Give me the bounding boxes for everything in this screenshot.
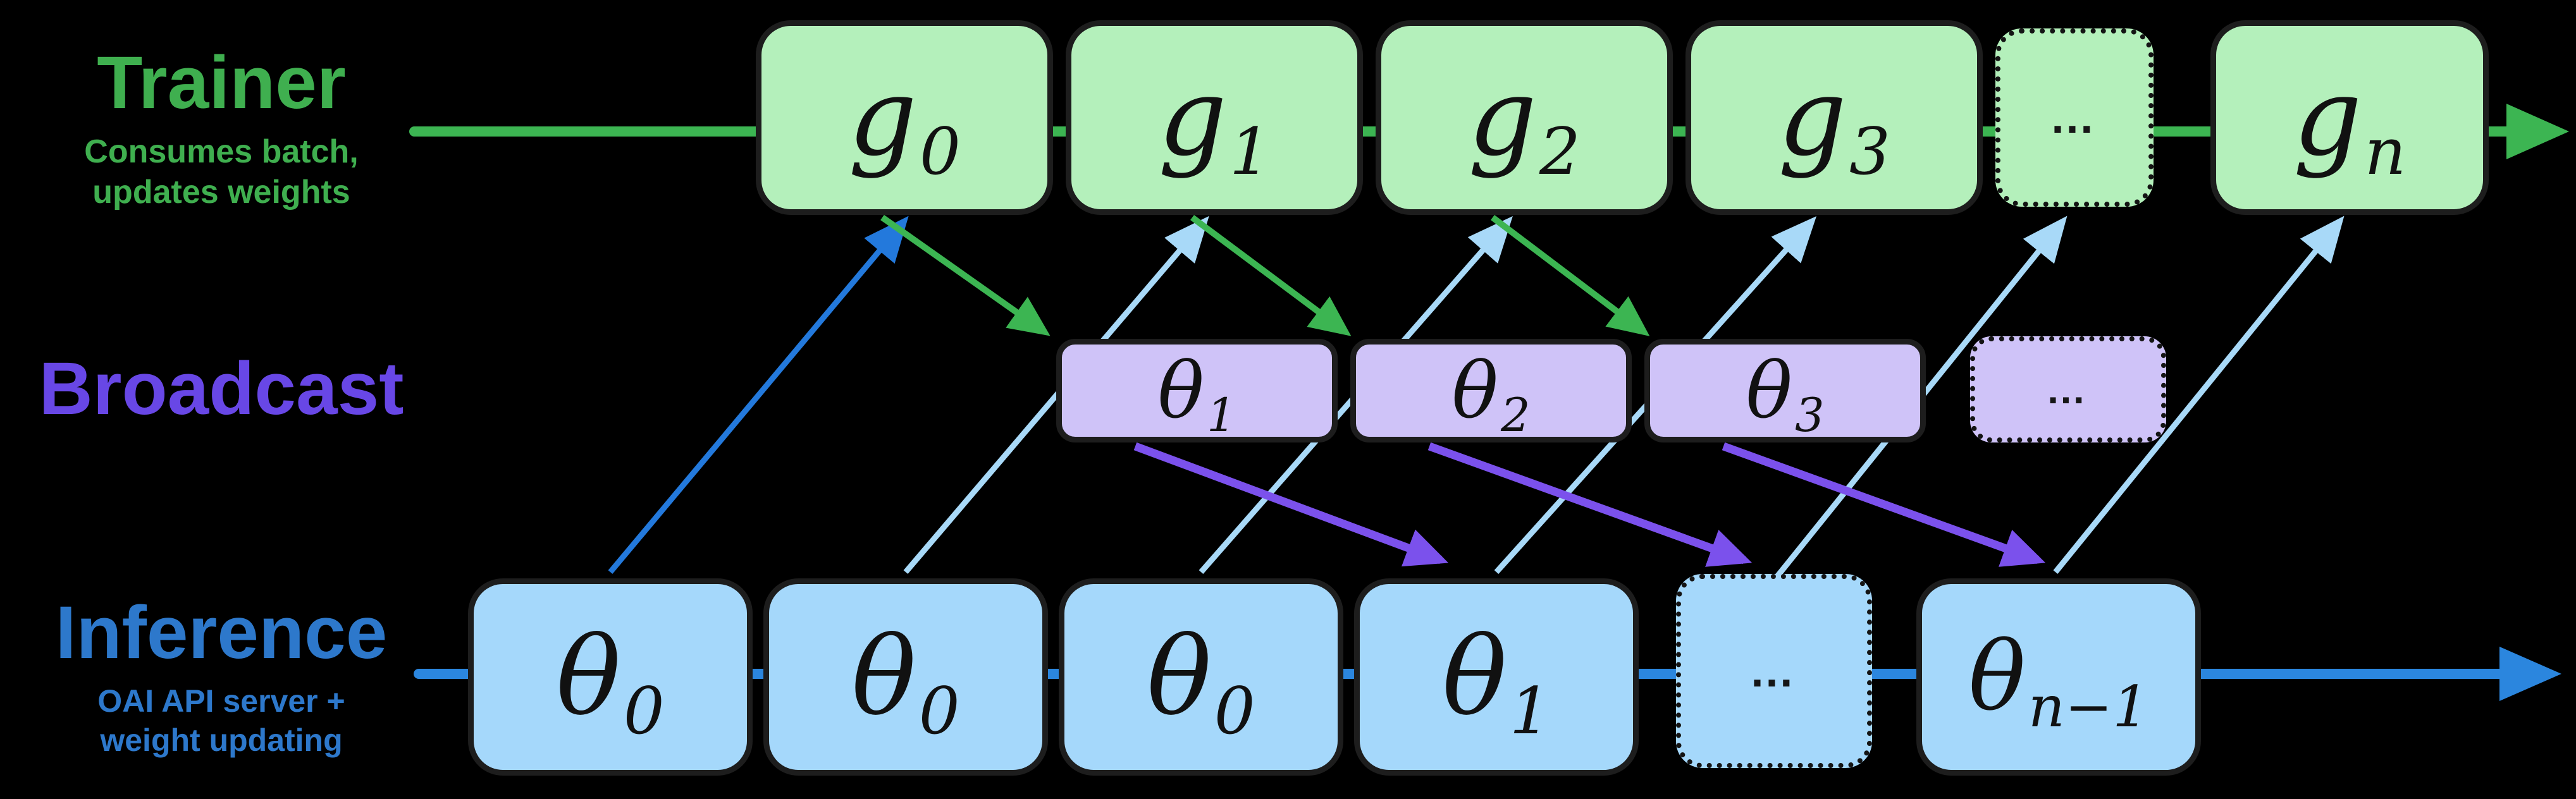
weight-update-arrow-1	[1133, 442, 1449, 567]
trainer-box-g1: g1	[1066, 20, 1363, 215]
inference-box-theta0-c-label: θ0	[1147, 614, 1255, 749]
trainer-box-g0: g0	[756, 20, 1053, 215]
gradient-broadcast-arrow-2	[1190, 214, 1352, 336]
trainer-ellipsis-label: …	[2049, 92, 2100, 143]
inference-box-theta0-b: θ0	[763, 578, 1048, 776]
gradient-broadcast-arrow-3	[1490, 215, 1650, 336]
rollout-arrow-dark-0	[608, 216, 909, 574]
broadcast-box-theta2: θ2	[1350, 339, 1632, 442]
broadcast-box-theta3-label: θ3	[1746, 346, 1825, 442]
inference-box-theta1: θ1	[1354, 578, 1639, 776]
trainer-lane-subtitle: Consumes batch, updates weights	[38, 131, 405, 212]
inference-timeline-arrowhead-icon	[2499, 647, 2561, 701]
trainer-box-g3: g3	[1685, 20, 1983, 215]
inference-box-theta1-label: θ1	[1442, 614, 1551, 749]
weight-update-arrow-2	[1427, 442, 1753, 567]
trainer-box-g3-label: g3	[1778, 55, 1890, 190]
trainer-box-gn: gn	[2210, 20, 2489, 215]
trainer-box-g0-label: g0	[848, 55, 961, 190]
rollout-arrow-light-5	[2053, 216, 2345, 574]
inference-box-theta-n-1-label: θn−1	[1968, 622, 2149, 740]
trainer-box-g2: g2	[1376, 20, 1673, 215]
broadcast-box-theta1-label: θ1	[1157, 346, 1236, 442]
inference-box-ellipsis: …	[1676, 574, 1872, 768]
weight-update-arrow-3	[1722, 442, 2046, 567]
trainer-box-ellipsis: …	[1995, 28, 2154, 207]
trainer-box-g1-label: g1	[1158, 55, 1271, 190]
inference-box-theta0-b-label: θ0	[851, 614, 960, 749]
inference-lane-title: Inference	[55, 591, 388, 674]
trainer-lane-title: Trainer	[97, 41, 346, 125]
gradient-broadcast-arrow-1	[880, 214, 1051, 336]
inference-box-theta0-c: θ0	[1059, 578, 1343, 776]
broadcast-ellipsis-label: …	[2045, 367, 2091, 412]
inference-ellipsis-label: …	[1749, 645, 1799, 697]
inference-box-theta0-a-label: θ0	[556, 614, 665, 749]
inference-box-theta-n-1: θn−1	[1916, 578, 2201, 776]
broadcast-box-ellipsis: …	[1970, 336, 2166, 442]
broadcast-lane-title: Broadcast	[39, 347, 404, 430]
broadcast-box-theta2-label: θ2	[1451, 346, 1531, 442]
trainer-timeline-arrowhead-icon	[2506, 104, 2569, 159]
trainer-subtitle-line2: updates weights	[92, 174, 350, 210]
trainer-subtitle-line1: Consumes batch,	[84, 133, 359, 170]
inference-lane-subtitle: OAI API server + weight updating	[38, 681, 405, 760]
broadcast-box-theta1: θ1	[1056, 339, 1338, 442]
inference-subtitle-line1: OAI API server +	[97, 683, 345, 719]
broadcast-box-theta3: θ3	[1644, 339, 1926, 442]
rollout-arrow-light-1	[903, 216, 1209, 574]
inference-box-theta0-a: θ0	[468, 578, 753, 776]
inference-subtitle-line2: weight updating	[100, 723, 343, 758]
trainer-box-g2-label: g2	[1468, 55, 1581, 190]
trainer-box-gn-label: gn	[2293, 55, 2407, 190]
